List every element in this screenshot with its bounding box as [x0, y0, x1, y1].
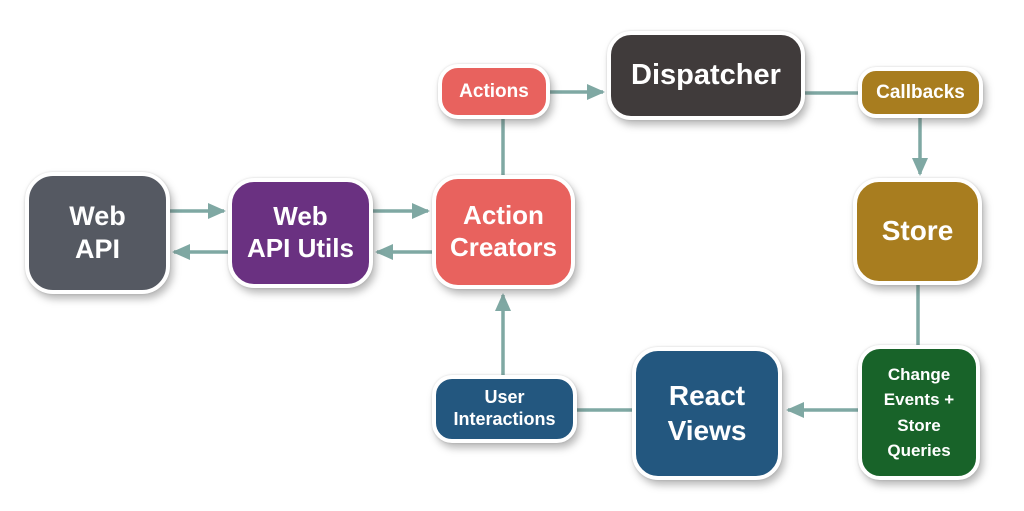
node-web-api-utils: Web API Utils	[228, 178, 373, 288]
node-web-api: Web API	[25, 172, 170, 294]
node-react-views: React Views	[632, 347, 782, 480]
node-dispatcher: Dispatcher	[607, 31, 805, 120]
node-actions: Actions	[438, 64, 550, 119]
node-user-interactions: User Interactions	[432, 375, 577, 443]
node-store: Store	[853, 178, 982, 285]
node-change-events-store-queries: Change Events + Store Queries	[858, 345, 980, 480]
node-callbacks: Callbacks	[858, 67, 983, 118]
node-action-creators: Action Creators	[432, 175, 575, 289]
